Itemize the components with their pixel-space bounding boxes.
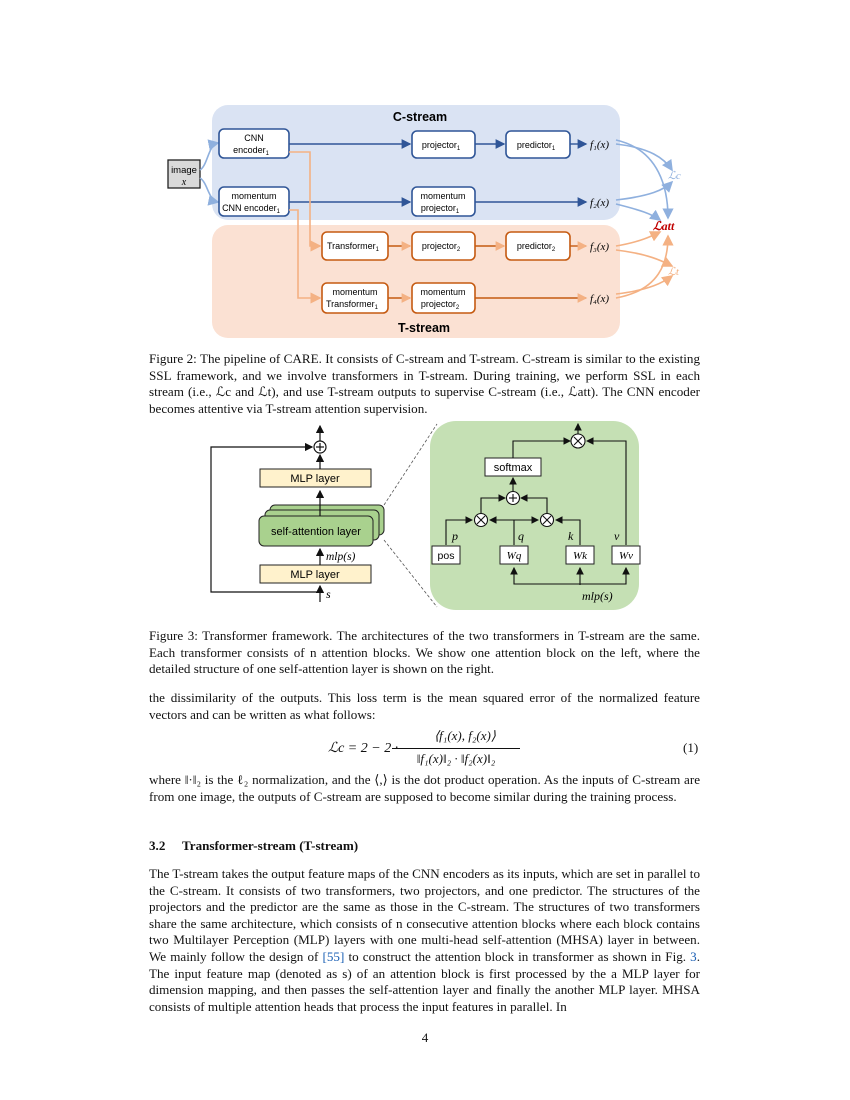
paragraph-3-part-b: to construct the attention block in tran… <box>348 948 687 964</box>
predictor1-label: predictor1 <box>517 140 556 152</box>
momentum-projector2-label-2: projector2 <box>421 299 460 311</box>
mlp-s-right-label: mlp(s) <box>582 589 613 603</box>
t-stream-label: T-stream <box>398 321 450 335</box>
figure-3-link[interactable]: 3 <box>690 948 697 964</box>
zoom-line-bottom <box>383 539 438 608</box>
image-label: image <box>171 165 197 176</box>
equation-denominator: ‖f₁(x)‖₂ · ‖f₂(x)‖₂ <box>416 751 496 766</box>
mlp-layer-bottom <box>259 564 372 584</box>
loss-att: ℒatt <box>653 219 675 233</box>
c-stream-label: C-stream <box>393 110 447 124</box>
mlp-layer-top-label: MLP layer <box>290 473 340 485</box>
momentum-transformer1-label-1: momentum <box>332 287 377 297</box>
residual-connection <box>210 442 320 593</box>
v-label: v <box>614 529 620 543</box>
self-attention-layer <box>258 515 374 547</box>
cnn-encoder-label-2: encoder1 <box>233 145 270 157</box>
momentum-cnn-label-2: CNN encoder1 <box>222 203 281 215</box>
paragraph-3-part-c: . The input feature map (denoted as s) o… <box>149 948 700 1014</box>
equation-numerator: ⟨f₁(x), f₂(x)⟩ <box>434 728 496 743</box>
wk-box <box>565 545 595 565</box>
mlp-layer-top <box>259 468 372 488</box>
p-label: p <box>451 529 458 543</box>
momentum-projector1-label-2: projector1 <box>421 203 460 215</box>
k-label: k <box>568 529 574 543</box>
mlp-s-label: mlp(s) <box>326 551 356 563</box>
image-box <box>167 159 201 189</box>
momentum-transformer1-label-2: Transformer1 <box>326 299 379 311</box>
figure-2-caption: Figure 2: The pipeline of CARE. It consi… <box>149 351 700 416</box>
f2-output: f₂(x) <box>590 197 609 209</box>
arrow-f4-latt <box>615 234 674 299</box>
projector2-label: projector2 <box>422 241 461 253</box>
equation-number: (1) <box>683 740 699 755</box>
zoom-line-top <box>383 423 438 506</box>
figure-3-transformer: s MLP layer mlp(s) self-attention layer … <box>210 421 641 610</box>
page-number: 4 <box>421 1030 429 1045</box>
projector1-label: projector1 <box>422 140 461 152</box>
paragraph-3: The T-stream takes the output feature ma… <box>149 866 700 1015</box>
cnn-encoder-label-1: CNN <box>244 133 264 143</box>
self-attention-label: self-attention layer <box>271 526 361 538</box>
arrow-image-to-momentum <box>199 177 220 206</box>
arrow-cnn-to-transformer <box>289 151 322 252</box>
q-label: q <box>518 529 524 543</box>
arrow-f2-lc <box>615 180 674 201</box>
figure-2-pipeline: C-stream T-stream image x CNN encoder1 m… <box>167 105 681 338</box>
arrow-f2-latt <box>615 203 662 221</box>
paragraph-3-part-a: The T-stream takes the output feature ma… <box>149 866 700 964</box>
paragraph-1: the dissimilarity of the outputs. This l… <box>149 690 700 722</box>
paragraph-2: where ‖·‖₂ is the ℓ₂ normalization, and … <box>149 772 700 804</box>
momentum-cnn-label-1: momentum <box>231 191 276 201</box>
wv-label: Wv <box>619 550 633 562</box>
softmax-label: softmax <box>494 462 533 474</box>
equation-fraction-bar <box>392 748 520 749</box>
loss-c: ℒc <box>668 170 681 182</box>
image-var: x <box>181 177 187 188</box>
loss-t: ℒt <box>668 266 680 278</box>
self-attention-detail-panel <box>430 421 639 610</box>
f3-output: f₃(x) <box>590 241 609 253</box>
equation-lhs: ℒc = 2 − 2 · <box>328 741 399 756</box>
transformer1-label: Transformer1 <box>327 241 380 253</box>
equation-1: ℒc = 2 − 2 · ⟨f₁(x), f₂(x)⟩ ‖f₁(x)‖₂ · ‖… <box>0 728 850 774</box>
wq-label: Wq <box>507 550 522 562</box>
pos-box <box>431 545 461 565</box>
arrow-f1-lc <box>615 143 673 172</box>
arrow-image-to-cnn <box>199 139 220 171</box>
momentum-projector2-label-1: momentum <box>420 287 465 297</box>
arrow-f3-lt <box>615 249 674 267</box>
figure-3-caption: Figure 3: Transformer framework. The arc… <box>149 628 700 677</box>
f4-output: f₄(x) <box>590 293 609 305</box>
section-heading: 3.2 Transformer-stream (T-stream) <box>149 838 358 854</box>
wk-label: Wk <box>573 550 588 562</box>
arrow-f1-latt <box>615 139 674 220</box>
predictor2-label: predictor2 <box>517 241 556 253</box>
wq-box <box>499 545 529 565</box>
f1-output: f₁(x) <box>590 139 609 151</box>
pos-label: pos <box>438 550 455 562</box>
s-input-label: s <box>326 587 331 601</box>
wv-box <box>611 545 641 565</box>
section-title: Transformer-stream (T-stream) <box>182 838 359 853</box>
arrow-momcnn-to-momtransformer <box>289 209 322 304</box>
mlp-layer-bottom-label: MLP layer <box>290 569 340 581</box>
arrow-f4-lt <box>615 275 674 295</box>
momentum-projector1-label-1: momentum <box>420 191 465 201</box>
citation-55-link[interactable]: [55] <box>322 948 345 964</box>
section-number: 3.2 <box>149 838 166 853</box>
arrow-f3-latt <box>615 231 662 247</box>
